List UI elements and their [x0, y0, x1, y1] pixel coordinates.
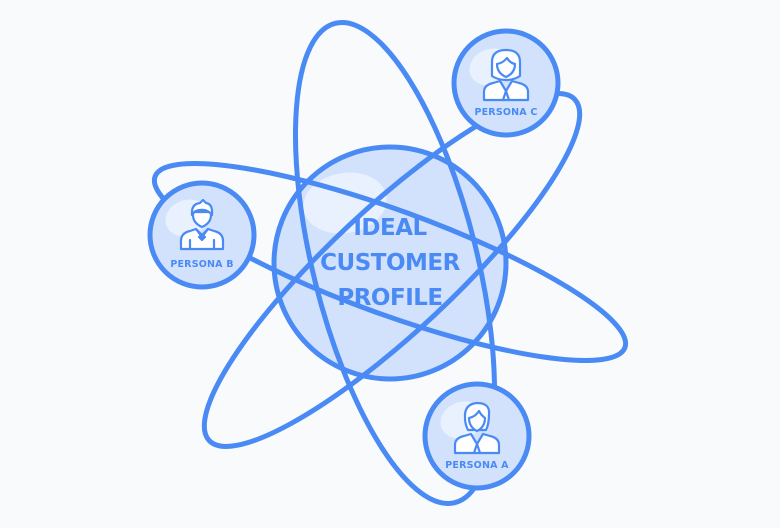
center-title-line-3: PROFILE — [337, 284, 443, 311]
orbit-horizontal — [151, 161, 629, 363]
center-title: IDEAL CUSTOMER PROFILE — [272, 145, 508, 381]
man-user-icon — [179, 198, 225, 251]
woman-user-icon — [453, 401, 501, 455]
center-title-line-1: IDEAL — [353, 214, 427, 241]
orbit-diagonal — [201, 91, 583, 449]
persona-b-label: PERSONA B — [170, 259, 234, 270]
persona-a-label: PERSONA A — [445, 460, 509, 471]
center-sphere-outline — [271, 144, 509, 382]
persona-c-label: PERSONA C — [474, 107, 538, 118]
center-title-line-2: CUSTOMER — [320, 249, 460, 276]
persona-a-node — [422, 381, 532, 491]
orbit-vertical — [292, 20, 498, 506]
persona-b-node — [147, 180, 257, 290]
woman-user-icon — [482, 48, 530, 102]
persona-c-node — [451, 28, 561, 138]
